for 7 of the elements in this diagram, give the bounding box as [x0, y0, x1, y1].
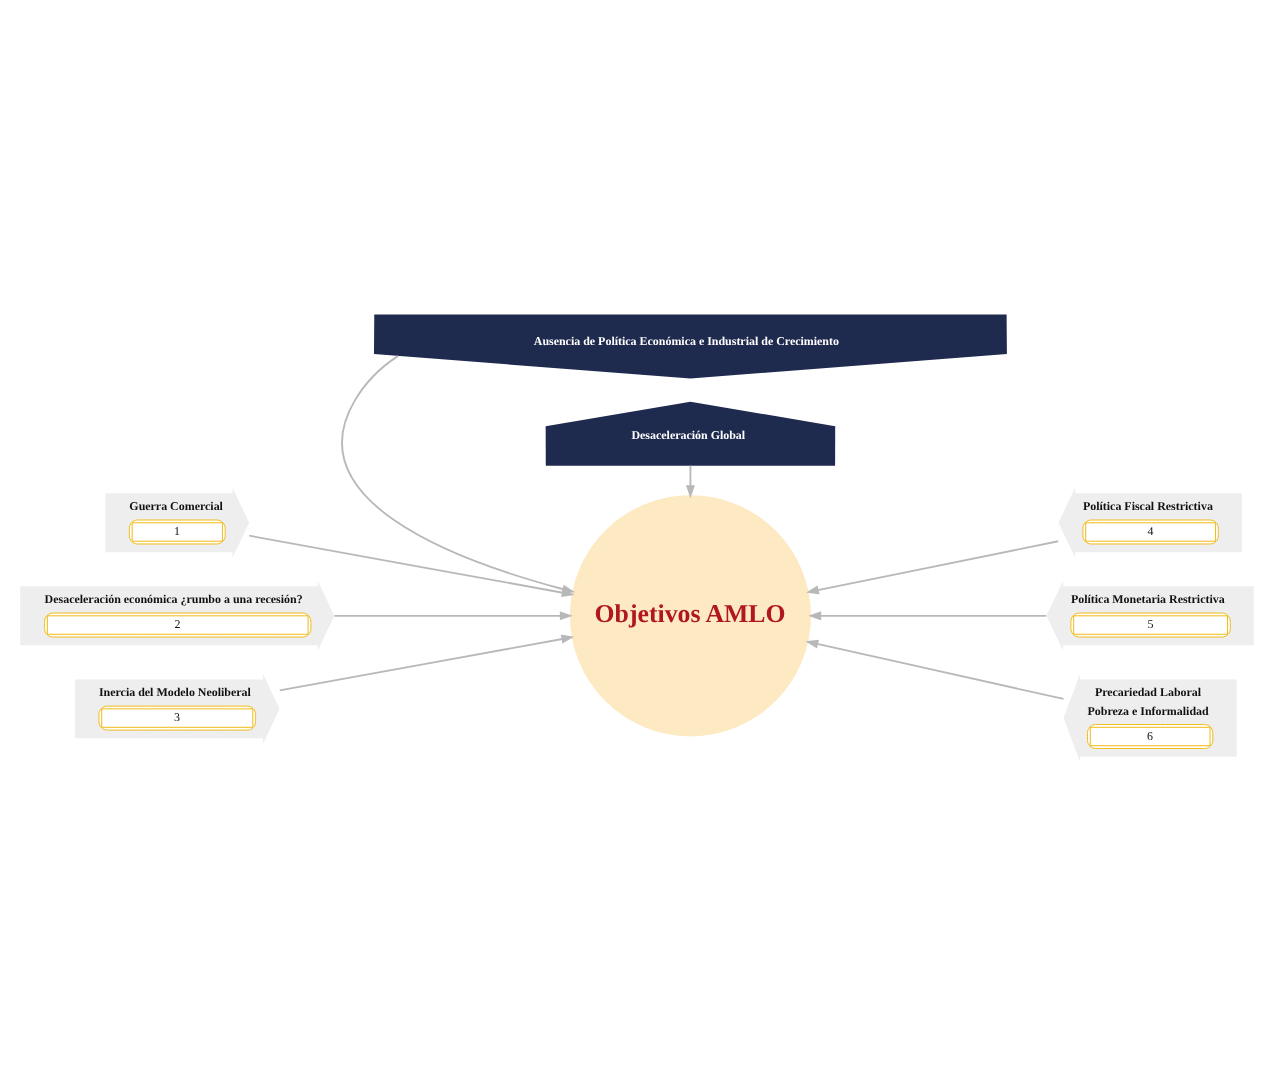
arrow — [805, 540, 1060, 595]
node-circle: Objetivos AMLO — [569, 495, 811, 737]
arrow — [805, 639, 1065, 700]
arrow — [808, 611, 1048, 621]
arrow — [278, 634, 575, 692]
arrow — [685, 464, 695, 499]
arrow — [333, 611, 573, 621]
